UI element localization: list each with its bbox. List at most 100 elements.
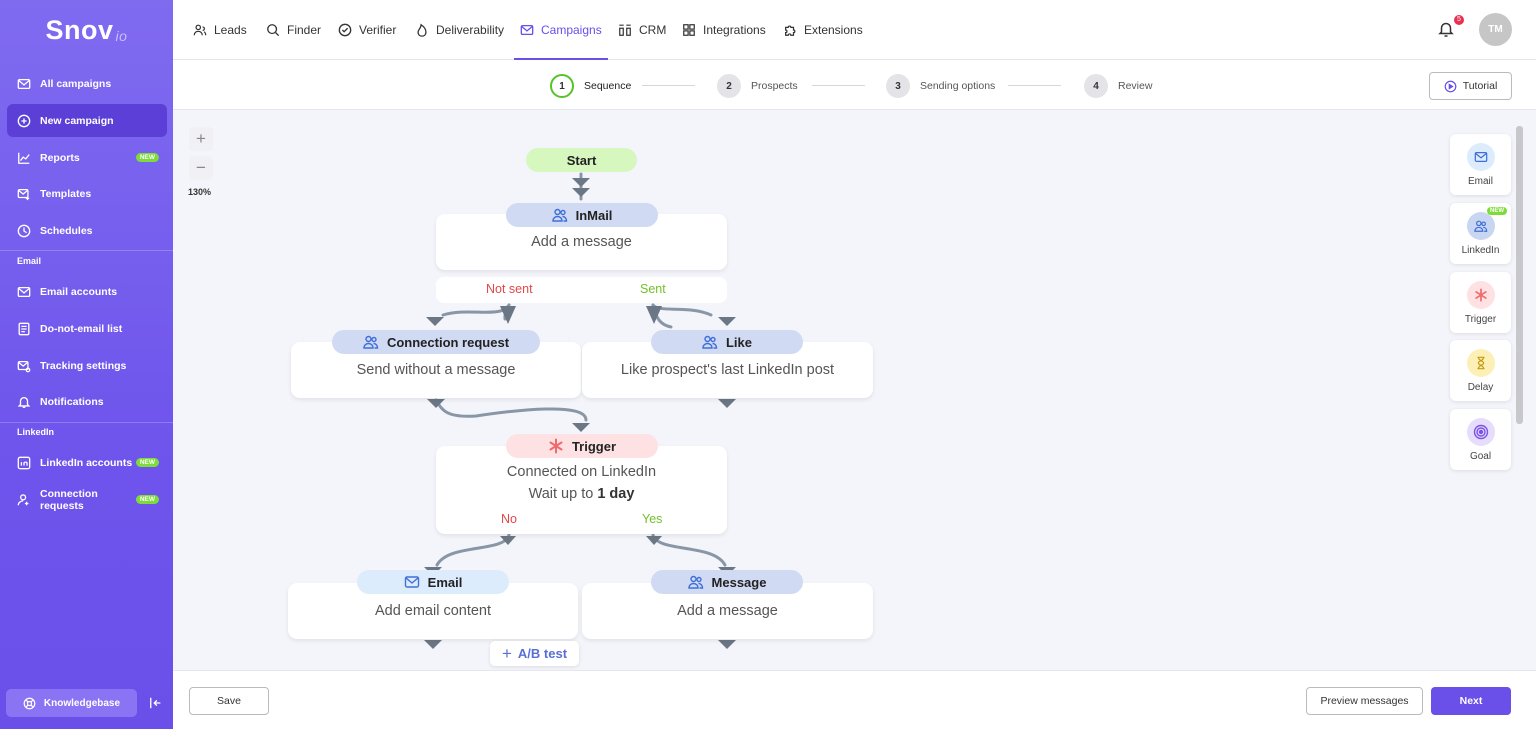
save-button[interactable]: Save bbox=[189, 687, 269, 715]
sidebar-item-templates[interactable]: Templates bbox=[7, 177, 167, 210]
target-icon bbox=[1466, 417, 1495, 446]
lifebuoy-icon bbox=[23, 697, 36, 709]
mail-icon bbox=[1466, 142, 1495, 171]
start-node[interactable]: Start bbox=[526, 148, 637, 172]
sidebar-item-do-not-email-list[interactable]: Do-not-email list bbox=[7, 312, 167, 345]
email-node-title: Email bbox=[357, 570, 509, 594]
linkedin-people-icon bbox=[702, 335, 718, 349]
crm-icon bbox=[619, 24, 631, 36]
next-button[interactable]: Next bbox=[1431, 687, 1511, 715]
tutorial-button[interactable]: Tutorial bbox=[1429, 72, 1512, 100]
mail-icon bbox=[520, 24, 534, 36]
list-icon bbox=[18, 322, 30, 335]
branch-sent-label: Sent bbox=[640, 282, 666, 296]
nav-deliverability[interactable]: Deliverability bbox=[415, 0, 504, 60]
users-icon bbox=[193, 24, 207, 36]
nav-crm[interactable]: CRM bbox=[618, 0, 666, 60]
inmail-branches bbox=[436, 277, 727, 303]
template-icon bbox=[17, 188, 30, 200]
divider bbox=[0, 422, 173, 423]
plus-icon: + bbox=[501, 643, 512, 663]
linkedin-people-icon bbox=[687, 575, 703, 589]
sequence-canvas[interactable]: + − 130% bbox=[173, 111, 1536, 670]
mail-icon bbox=[404, 576, 419, 588]
scrollbar-thumb[interactable] bbox=[1516, 126, 1523, 424]
check-circle-icon bbox=[338, 23, 352, 37]
palette-goal[interactable]: Goal bbox=[1450, 409, 1511, 470]
branch-yes-label: Yes bbox=[642, 512, 663, 526]
collapse-sidebar-icon[interactable] bbox=[149, 696, 163, 710]
sidebar-item-reports[interactable]: Reports NEW bbox=[7, 141, 167, 174]
trigger-node[interactable]: Connected on LinkedIn Wait up to 1 day bbox=[436, 446, 727, 534]
new-badge: NEW bbox=[135, 495, 159, 504]
nav-finder[interactable]: Finder bbox=[266, 0, 321, 60]
like-node-title: Like bbox=[651, 330, 803, 354]
nav-integrations[interactable]: Integrations bbox=[682, 0, 766, 60]
sidebar-item-new-campaign[interactable]: New campaign bbox=[7, 104, 167, 137]
branch-no-label: No bbox=[501, 512, 517, 526]
zoom-in-button[interactable]: + bbox=[189, 127, 213, 151]
notification-count-badge: 5 bbox=[1454, 15, 1464, 25]
sidebar-item-tracking-settings[interactable]: Tracking settings bbox=[7, 349, 167, 382]
asterisk-icon bbox=[549, 438, 563, 454]
play-circle-icon bbox=[1444, 80, 1457, 92]
flow-connectors bbox=[424, 172, 736, 649]
knowledgebase-button[interactable]: Knowledgebase bbox=[6, 689, 137, 717]
new-badge: NEW bbox=[135, 458, 159, 467]
palette-trigger[interactable]: Trigger bbox=[1450, 272, 1511, 333]
sidebar-item-linkedin-accounts[interactable]: LinkedIn accounts NEW bbox=[7, 446, 167, 479]
plus-circle-icon bbox=[17, 114, 31, 127]
new-badge: NEW bbox=[135, 153, 159, 162]
palette-linkedin[interactable]: NEW LinkedIn bbox=[1450, 203, 1511, 264]
nav-leads[interactable]: Leads bbox=[193, 0, 247, 60]
sidebar-item-all-campaigns[interactable]: All campaigns bbox=[7, 67, 167, 100]
nav-campaigns[interactable]: Campaigns bbox=[514, 0, 608, 60]
mail-icon bbox=[17, 78, 31, 89]
avatar[interactable]: TM bbox=[1479, 13, 1512, 46]
asterisk-icon bbox=[1466, 280, 1495, 309]
footer-bar: Save Preview messages Next bbox=[173, 670, 1536, 729]
puzzle-icon bbox=[785, 25, 796, 36]
connection-request-node-title: Connection request bbox=[332, 330, 540, 354]
linkedin-people-icon bbox=[1466, 211, 1495, 240]
linkedin-people-icon bbox=[551, 208, 567, 222]
new-badge: NEW bbox=[1487, 207, 1507, 215]
mail-icon bbox=[17, 286, 31, 297]
section-label-email: Email bbox=[17, 256, 42, 266]
step-connector bbox=[642, 85, 695, 86]
search-icon bbox=[267, 24, 280, 37]
preview-messages-button[interactable]: Preview messages bbox=[1306, 687, 1423, 715]
sidebar-item-schedules[interactable]: Schedules bbox=[7, 214, 167, 247]
chart-icon bbox=[18, 152, 30, 164]
branch-not-sent-label: Not sent bbox=[486, 282, 533, 296]
tracking-icon bbox=[17, 360, 31, 372]
palette-delay[interactable]: Delay bbox=[1450, 340, 1511, 401]
flame-icon bbox=[417, 23, 427, 37]
step-connector bbox=[812, 85, 865, 86]
message-node-title: Message bbox=[651, 570, 803, 594]
palette-email[interactable]: Email bbox=[1450, 134, 1511, 195]
linkedin-people-icon bbox=[363, 335, 379, 349]
nav-extensions[interactable]: Extensions bbox=[783, 0, 863, 60]
sidebar-item-notifications[interactable]: Notifications bbox=[7, 385, 167, 418]
ab-test-button[interactable]: + A/B test bbox=[490, 641, 579, 666]
nav-verifier[interactable]: Verifier bbox=[338, 0, 396, 60]
grid-icon bbox=[683, 24, 695, 36]
inmail-node-title: InMail bbox=[506, 203, 658, 227]
zoom-out-button[interactable]: − bbox=[189, 156, 213, 180]
top-navigation: Leads Finder Verifier Deliverability Cam… bbox=[173, 0, 1536, 60]
sidebar-item-email-accounts[interactable]: Email accounts bbox=[7, 275, 167, 308]
notification-bell-icon[interactable] bbox=[1438, 20, 1454, 38]
step-connector bbox=[1008, 85, 1061, 86]
sidebar-item-connection-requests[interactable]: Connection requests NEW bbox=[7, 483, 167, 516]
section-label-linkedin: LinkedIn bbox=[17, 427, 55, 437]
user-add-icon bbox=[17, 493, 29, 505]
linkedin-icon bbox=[17, 456, 31, 469]
